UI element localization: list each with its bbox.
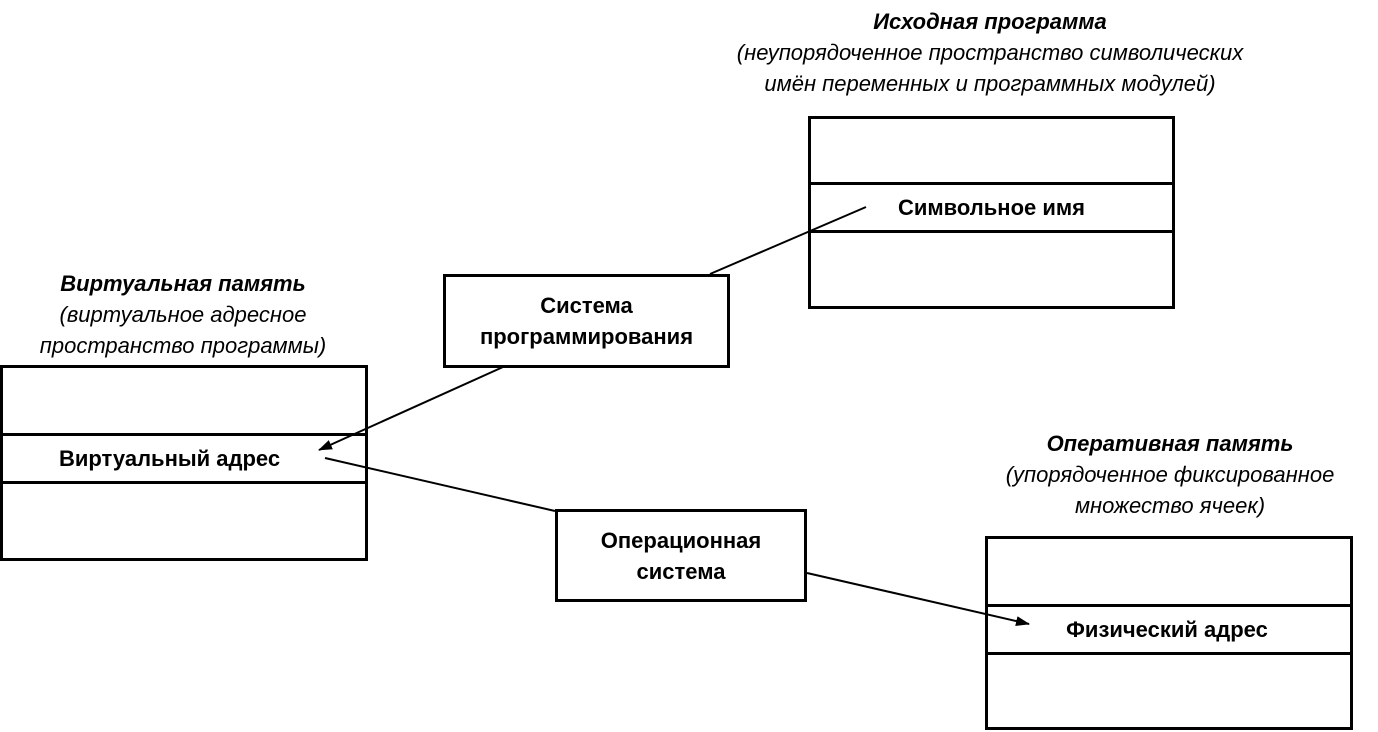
operating-system-label-line2: система — [636, 558, 726, 584]
source-program-cell-top — [811, 119, 1172, 182]
virtual-memory-cell-bottom — [3, 484, 365, 558]
virtual-address-label: Виртуальный адрес — [59, 445, 281, 471]
programming-system-box: Система программирования — [443, 274, 730, 368]
physical-memory-subtitle-line2: множество ячеек) — [1074, 493, 1266, 518]
physical-memory-subtitle-line1: (упорядоченное фиксированное — [1005, 462, 1335, 487]
source-program-caption: Исходная программа (неупорядоченное прос… — [690, 6, 1290, 99]
source-program-cell-bottom — [811, 233, 1172, 306]
source-program-title: Исходная программа — [873, 9, 1107, 34]
source-program-subtitle-line1: (неупорядоченное пространство символичес… — [736, 40, 1244, 65]
virtual-memory-title: Виртуальная память — [60, 271, 306, 296]
physical-address-cell: Физический адрес — [988, 604, 1350, 655]
virtual-memory-block: Виртуальный адрес — [0, 365, 368, 561]
programming-system-label-line2: программирования — [479, 324, 694, 349]
symbolic-name-label: Символьное имя — [897, 194, 1086, 220]
operating-system-label-line1: Операционная — [600, 527, 762, 553]
physical-memory-cell-top — [988, 539, 1350, 604]
operating-system-box: Операционная система — [555, 509, 807, 602]
physical-memory-block: Физический адрес — [985, 536, 1353, 730]
virtual-memory-subtitle-line2: пространство программы) — [39, 333, 327, 358]
source-program-block: Символьное имя — [808, 116, 1175, 309]
virtual-memory-subtitle-line1: (виртуальное адресное — [59, 302, 307, 327]
symbolic-name-cell: Символьное имя — [811, 182, 1172, 233]
programming-system-label-line1: Система — [540, 293, 633, 318]
physical-memory-title: Оперативная память — [1046, 431, 1294, 456]
virtual-memory-cell-top — [3, 368, 365, 433]
virtual-address-cell: Виртуальный адрес — [3, 433, 365, 484]
source-program-subtitle-line2: имён переменных и программных модулей) — [764, 71, 1216, 96]
physical-memory-cell-bottom — [988, 655, 1350, 727]
virtual-memory-caption: Виртуальная память (виртуальное адресное… — [0, 268, 368, 361]
physical-address-label: Физический адрес — [1066, 616, 1268, 642]
physical-memory-caption: Оперативная память (упорядоченное фиксир… — [960, 428, 1378, 521]
